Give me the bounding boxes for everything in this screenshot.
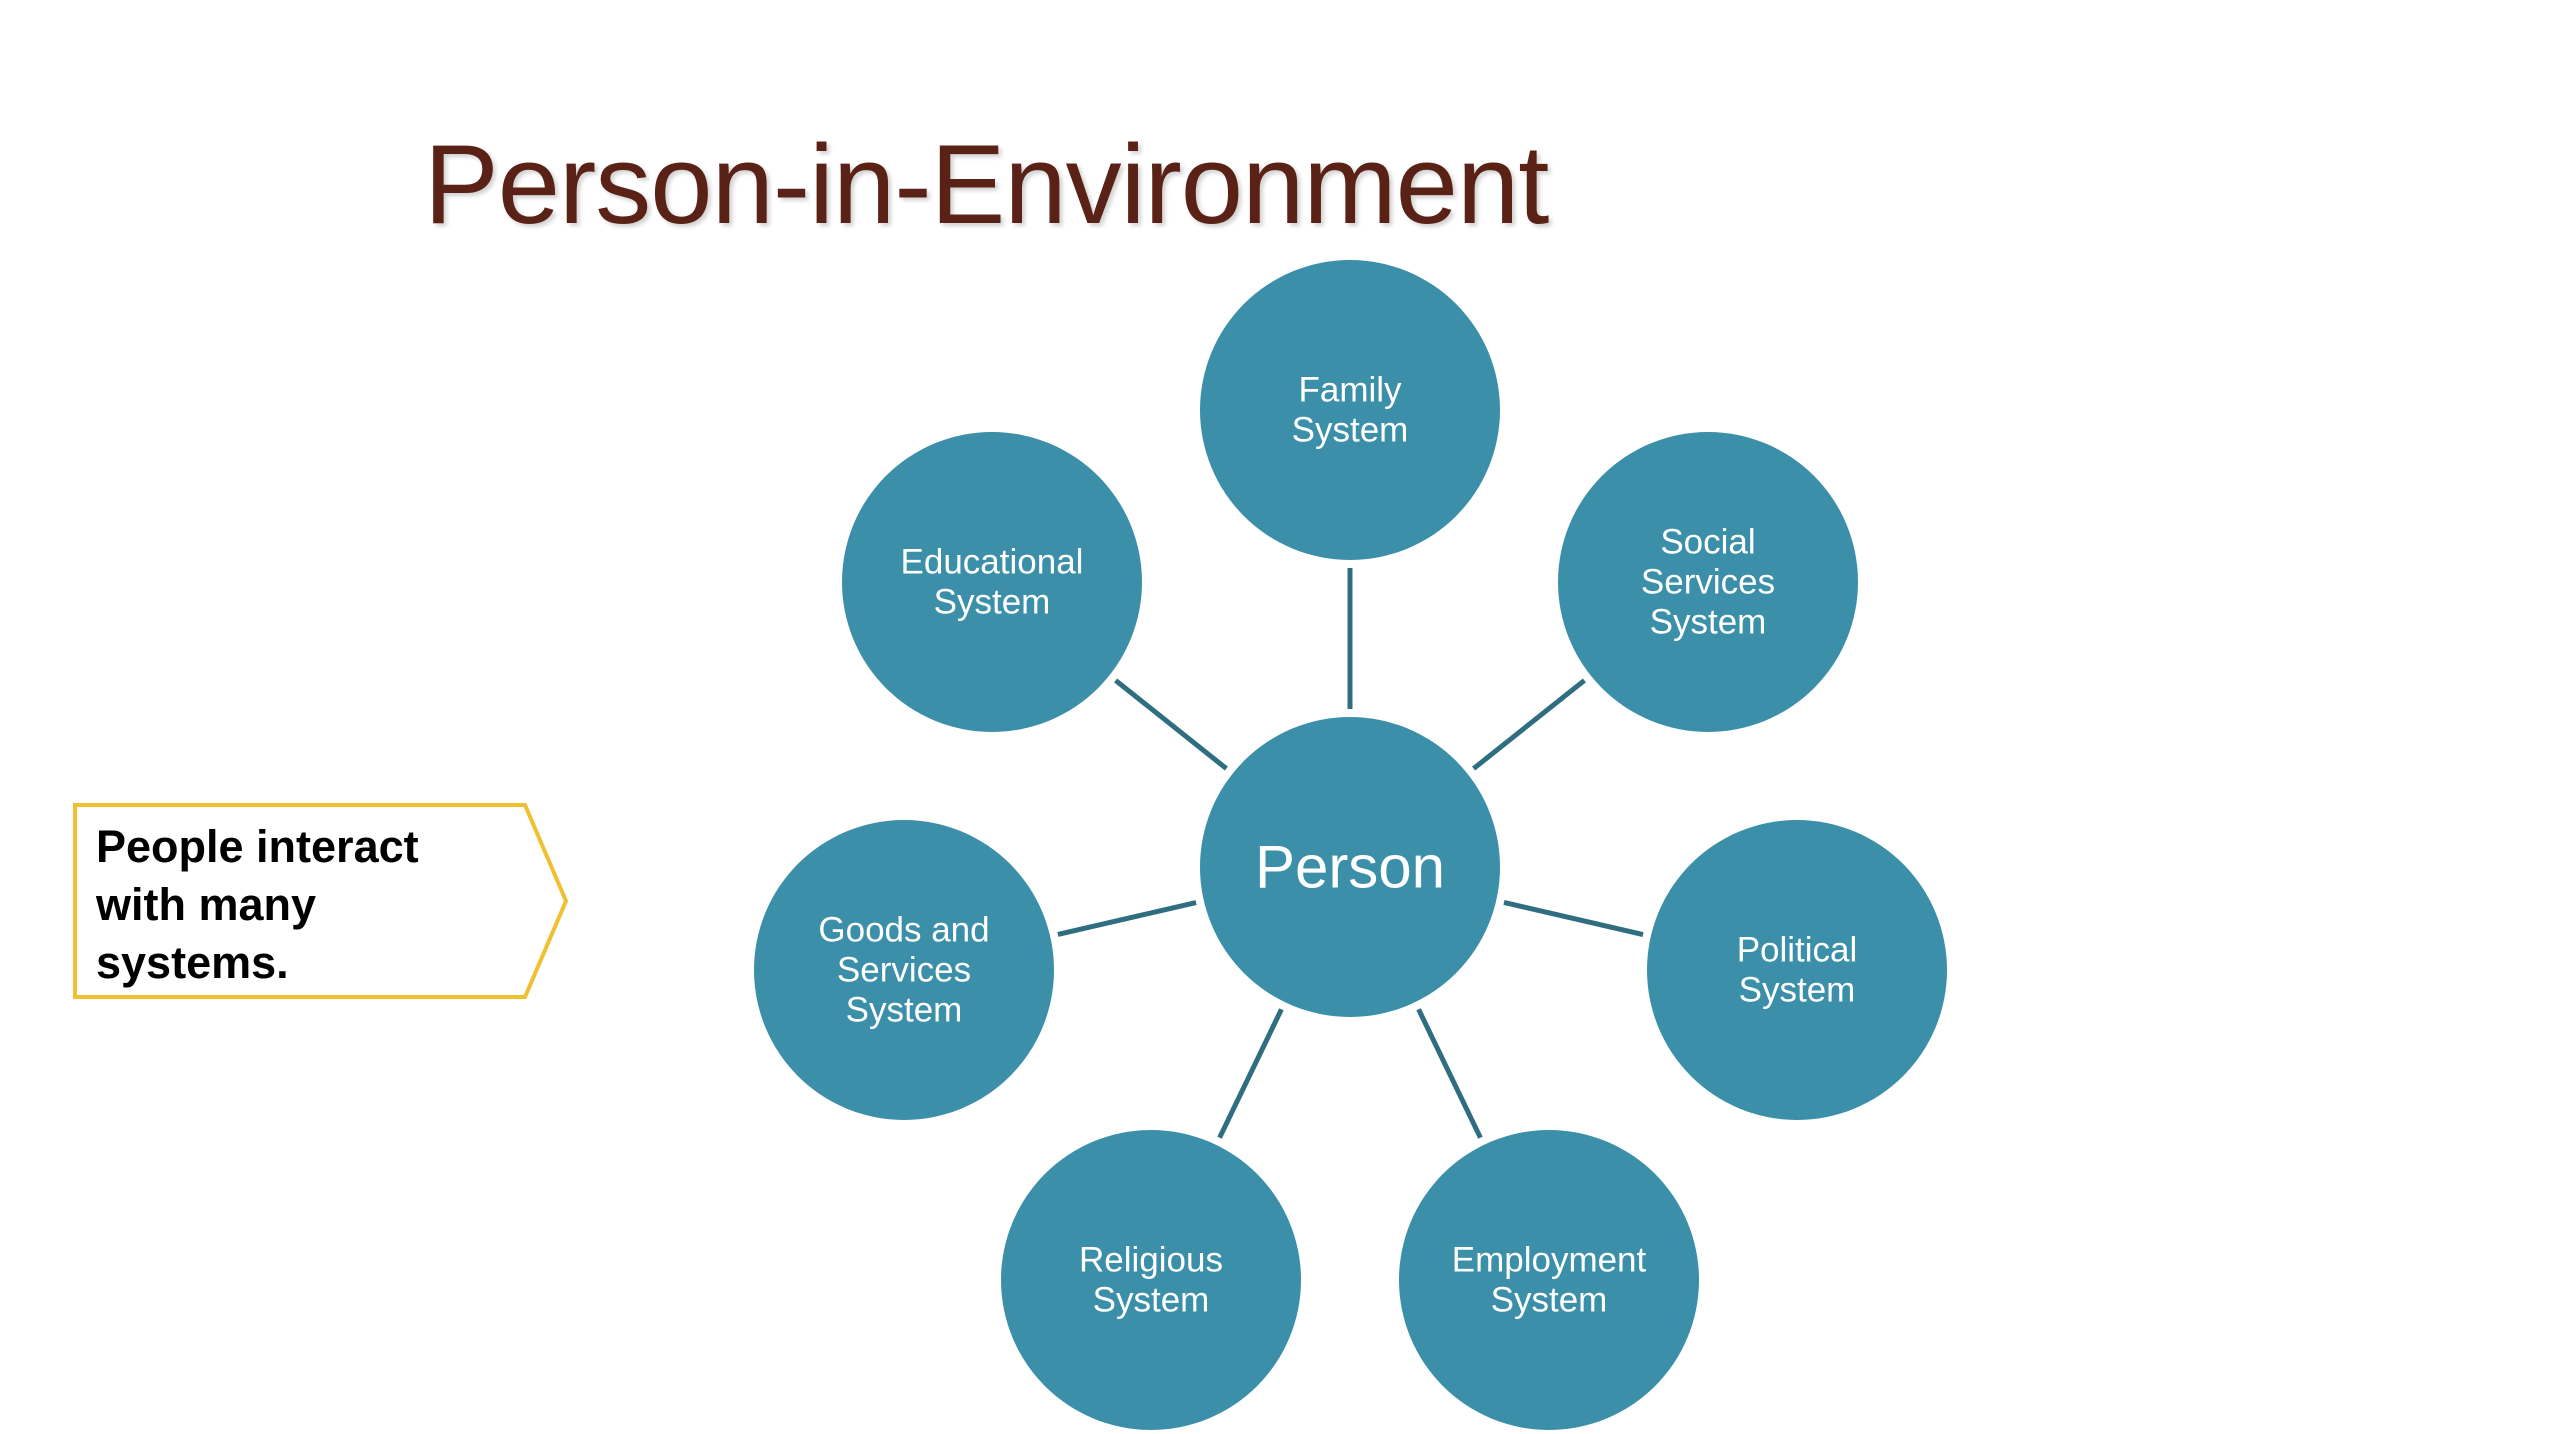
connector-goods-services xyxy=(1057,900,1197,937)
callout-pentagon: People interact with many systems. xyxy=(72,802,572,1000)
callout-line-1: People interact xyxy=(96,821,419,872)
node-label-person: Person xyxy=(1255,834,1445,901)
node-circle-religious xyxy=(1001,1130,1301,1430)
slide-title: Person-in-Environment xyxy=(424,122,1549,247)
connector-social-services xyxy=(1472,678,1586,771)
node-circle-goods-services xyxy=(754,820,1054,1120)
connector-religious xyxy=(1217,1008,1284,1139)
node-circle-educational xyxy=(842,432,1142,732)
node-person: Person xyxy=(1200,717,1500,1017)
connectors xyxy=(1057,568,1644,1139)
node-circle-person xyxy=(1200,717,1500,1017)
callout-line-2: with many xyxy=(96,879,317,930)
connector-political xyxy=(1503,900,1644,937)
node-circle-employment xyxy=(1399,1130,1699,1430)
connector-educational xyxy=(1114,678,1228,771)
node-circle-social-services xyxy=(1558,432,1858,732)
callout-text: People interact with many systems. xyxy=(96,818,526,992)
node-circle-family xyxy=(1200,260,1500,560)
callout-shape xyxy=(73,803,569,999)
connector-employment xyxy=(1416,1008,1483,1139)
node-circle-political xyxy=(1647,820,1947,1120)
callout-line-3: systems. xyxy=(96,937,289,988)
